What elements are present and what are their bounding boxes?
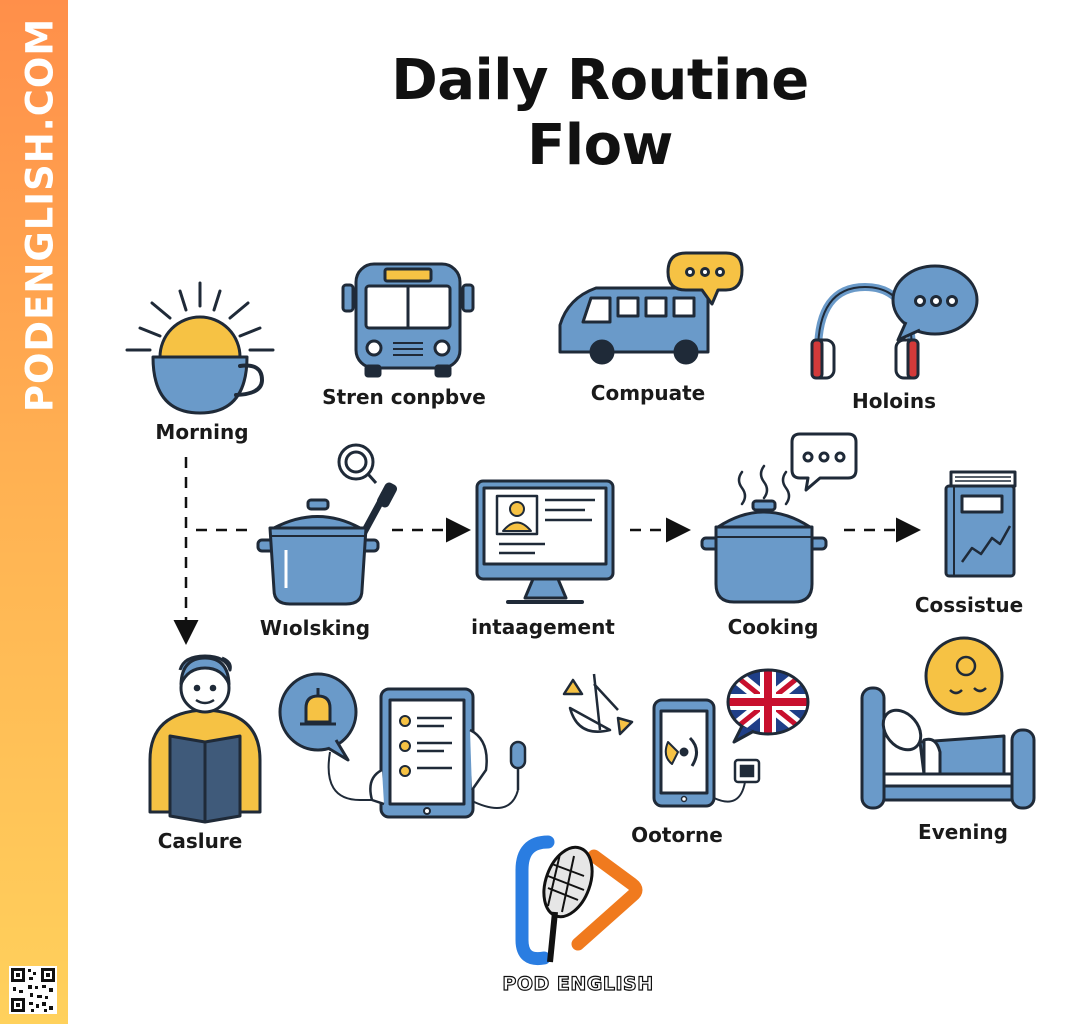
brand-sidebar: PODENGLISH.COM	[0, 0, 68, 1024]
logo-wordmark: POD ENGLISH	[502, 972, 654, 995]
plug-icon	[733, 758, 761, 784]
flow-connectors	[173, 457, 921, 645]
steam-icon	[737, 464, 791, 506]
bus-icon	[341, 262, 475, 378]
book-chart-icon	[944, 470, 1017, 578]
speech-bubble-icon	[790, 432, 858, 492]
person-reading-icon	[148, 654, 262, 824]
node-label-evening: Evening	[918, 820, 1008, 844]
node-label-book: Cossistue	[914, 593, 1024, 617]
node-label-headphones: Holoins	[851, 389, 937, 413]
qr-code-icon	[9, 966, 57, 1014]
cooking-pot-icon	[700, 499, 828, 604]
node-label-pot: Wıolsking	[259, 616, 371, 640]
moon-icon	[924, 636, 1004, 716]
pot-spoon-icon	[256, 482, 398, 606]
node-label-phone: Ootorne	[631, 823, 723, 847]
speech-bubble-icon	[666, 251, 744, 306]
page-title: Daily Routine Flow	[391, 48, 809, 178]
sun-cup-icon	[125, 281, 275, 415]
magnifier-icon	[337, 443, 378, 484]
bell-bubble-icon	[278, 672, 358, 762]
microphone-icon	[509, 740, 527, 790]
node-label-reader: Caslure	[157, 829, 243, 853]
phone-icon	[652, 698, 716, 808]
uk-flag-bubble-icon	[726, 668, 810, 744]
tablet-checklist-icon	[369, 687, 488, 819]
node-label-morning: Morning	[155, 420, 249, 444]
podenglish-logo-icon	[515, 835, 643, 966]
bed-icon	[860, 686, 1036, 810]
node-label-monitor: intaagement	[471, 615, 615, 639]
monitor-icon	[475, 479, 615, 604]
node-label-bus: Stren conpbve	[322, 385, 486, 409]
node-label-cooking: Cooking	[727, 615, 819, 639]
cable-line	[713, 781, 746, 803]
speech-bubble-icon	[891, 264, 979, 342]
cable-line	[327, 751, 519, 809]
node-label-van: Compuate	[590, 381, 706, 405]
geometry-icon	[562, 673, 634, 736]
van-icon	[558, 286, 710, 365]
